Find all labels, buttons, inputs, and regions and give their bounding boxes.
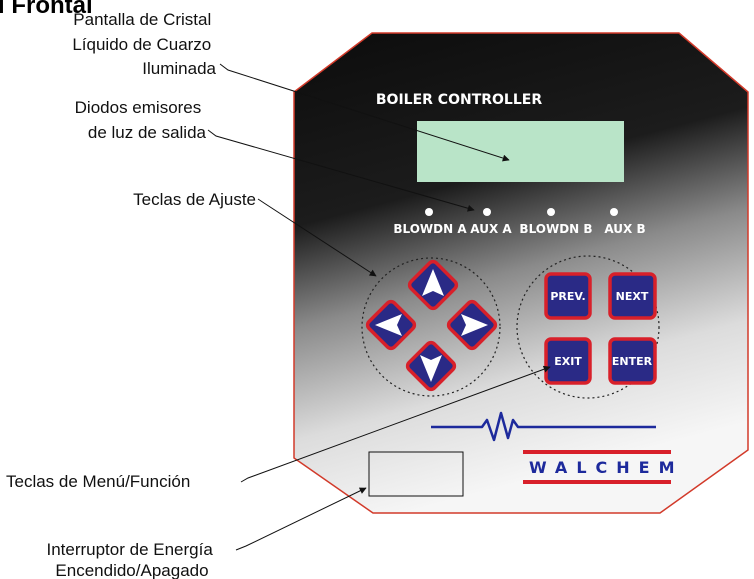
brand-name: WALCHEM [529, 458, 684, 477]
left-arrow-icon [375, 314, 402, 336]
callout-leds-line1: Diodos emisores [75, 98, 202, 117]
led-label-aux-a: AUX A [470, 222, 512, 236]
prev-key-label: PREV. [550, 290, 585, 303]
controller-panel [293, 32, 749, 514]
leader-lcd [219, 63, 510, 162]
led-label-aux-b: AUX B [604, 222, 645, 236]
enter-key[interactable]: ENTER [608, 337, 657, 385]
panel-title: BOILER CONTROLLER [376, 92, 542, 108]
enter-key-label: ENTER [612, 355, 653, 368]
exit-key[interactable]: EXIT [544, 337, 592, 385]
led-blowdn-a [425, 208, 433, 216]
exit-key-label: EXIT [554, 355, 582, 368]
led-indicators: BLOWDN A AUX A BLOWDN B AUX B [393, 208, 646, 236]
callout-leds-line2: de luz de salida [88, 123, 207, 142]
callout-power-line1: Interruptor de Energía [46, 540, 213, 559]
leader-power-switch [235, 487, 367, 551]
led-label-blowdn-b: BLOWDN B [519, 222, 592, 236]
power-switch[interactable] [368, 451, 464, 497]
brand-logo-mark [431, 411, 656, 442]
callout-power-line2: Encendido/Apagado [55, 561, 208, 579]
next-key-label: NEXT [616, 290, 649, 303]
leader-lines [207, 63, 551, 551]
leader-leds [207, 129, 475, 212]
callout-menu-keys: Teclas de Menú/Función [6, 472, 190, 491]
page-heading: l Frontal [0, 0, 93, 19]
led-aux-a [483, 208, 491, 216]
callout-leds: Diodos emisores de luz de salida [75, 98, 207, 142]
led-aux-b [610, 208, 618, 216]
led-label-blowdn-a: BLOWDN A [393, 222, 467, 236]
adjust-keys-ring [361, 257, 501, 397]
leader-menu-keys [240, 365, 551, 483]
brand-bar-bottom [523, 480, 671, 484]
down-arrow-icon [420, 355, 442, 382]
callout-power-switch: Interruptor de Energía Encendido/Apagado [46, 540, 217, 579]
callout-lcd-line3: Iluminada [142, 59, 216, 78]
led-blowdn-b [547, 208, 555, 216]
next-key[interactable]: NEXT [608, 272, 657, 320]
prev-key[interactable]: PREV. [544, 272, 592, 320]
brand-bar-top [523, 450, 671, 454]
up-arrow-icon [422, 269, 444, 296]
callout-adjust-keys: Teclas de Ajuste [133, 190, 256, 209]
callout-lcd-line2: Líquido de Cuarzo [72, 35, 211, 54]
right-arrow-icon [461, 314, 488, 336]
callout-lcd-line1: Pantalla de Cristal [73, 10, 211, 29]
lcd-display [417, 121, 624, 182]
leader-adjust-keys [257, 198, 377, 277]
menu-keys-ring [516, 255, 660, 399]
callout-lcd: Pantalla de Cristal Líquido de Cuarzo Il… [72, 10, 216, 78]
